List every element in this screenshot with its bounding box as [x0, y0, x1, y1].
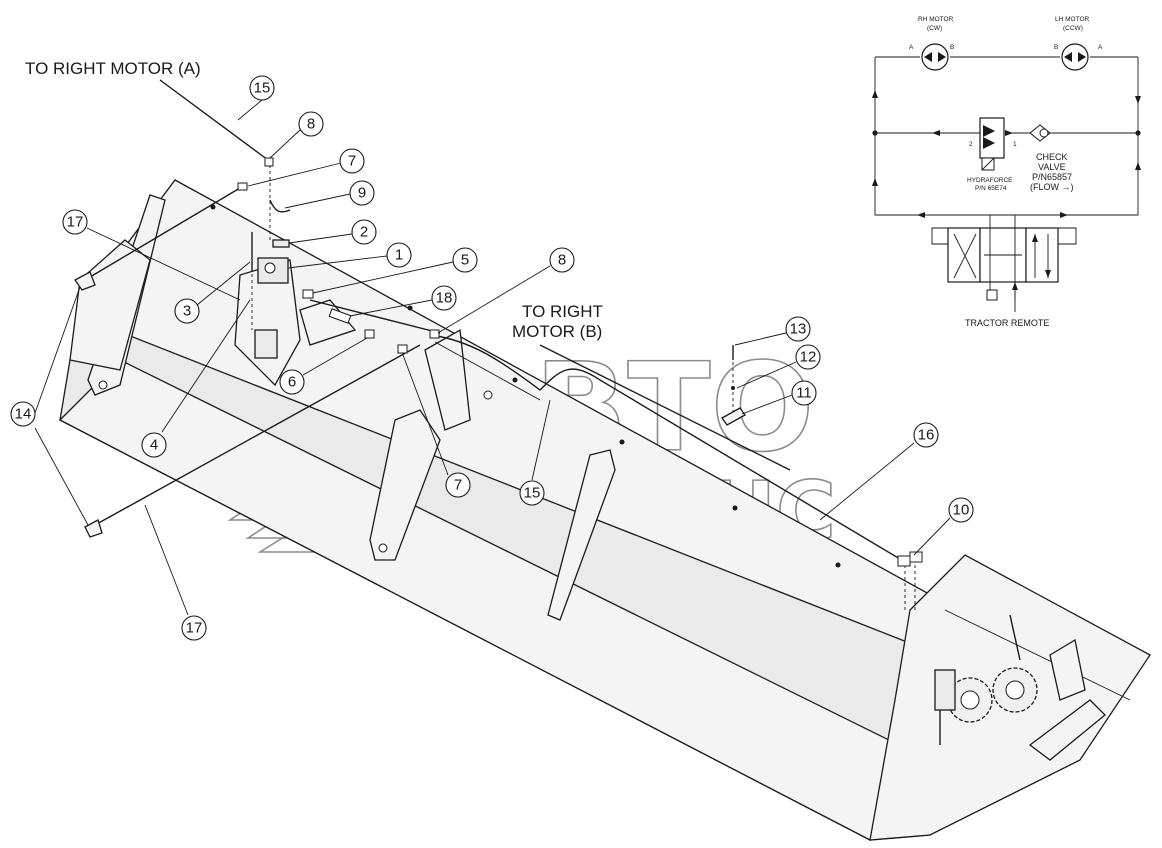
tractor-remote-label: TRACTOR REMOTE — [965, 318, 1049, 328]
svg-text:7: 7 — [454, 477, 462, 494]
check-valve-symbol — [1029, 124, 1051, 142]
svg-text:6: 6 — [288, 374, 296, 391]
hose-15-upper — [159, 79, 269, 161]
fitting-10-a — [897, 555, 911, 567]
svg-text:10: 10 — [953, 502, 970, 519]
callout-5: 5 — [452, 247, 478, 273]
callout-18: 18 — [431, 285, 457, 311]
hose-17-lower — [94, 344, 421, 526]
callout-9: 9 — [349, 180, 375, 206]
rh-motor-port-b: B — [950, 44, 954, 51]
label-to-right-motor-b-line2: MOTOR (B) — [512, 322, 602, 341]
callout-2: 2 — [351, 219, 377, 245]
hydraforce-label-line1: HYDRAFORCE — [967, 177, 1013, 184]
elbow-9 — [269, 199, 291, 213]
callout-3: 3 — [174, 298, 200, 324]
svg-text:8: 8 — [558, 252, 566, 269]
callout-15-top: 15 — [249, 75, 275, 101]
center-support-arm — [369, 409, 441, 561]
callout-12: 12 — [795, 344, 821, 370]
callout-4: 4 — [141, 432, 167, 458]
svg-text:17: 17 — [67, 214, 84, 231]
svg-text:9: 9 — [358, 185, 366, 202]
lh-motor-symbol — [1061, 43, 1089, 71]
fitting-7-lower — [397, 344, 408, 354]
svg-text:14: 14 — [15, 406, 32, 423]
check-valve-label-line1: CHECK — [1036, 152, 1068, 162]
tractor-remote-valve-symbol — [931, 227, 1077, 312]
hoses — [74, 79, 923, 610]
rh-motor-label-line2: (CW) — [927, 25, 942, 32]
callout-15-lower: 15 — [519, 480, 545, 506]
fitting-8-lower — [429, 329, 440, 339]
callout-8-lower: 8 — [549, 247, 575, 273]
leader-lines — [34, 99, 951, 616]
check-valve-label-line2: VALVE — [1038, 162, 1066, 172]
label-to-right-motor-b-line1: TO RIGHT — [522, 302, 603, 321]
callout-16: 16 — [913, 422, 939, 448]
callout-7-lower: 7 — [445, 472, 471, 498]
svg-text:2: 2 — [360, 224, 368, 241]
check-valve-label-line4: (FLOW →) — [1030, 182, 1074, 192]
fitting-18 — [328, 308, 352, 324]
tube-18 — [309, 299, 441, 334]
valve-body — [254, 329, 278, 359]
svg-text:16: 16 — [918, 427, 935, 444]
lh-motor-port-b: B — [1054, 44, 1058, 51]
svg-text:13: 13 — [790, 321, 807, 338]
hydraforce-label-line2: P/N 65E74 — [975, 185, 1007, 192]
rh-motor-port-a: A — [909, 44, 914, 51]
fitting-10-b — [909, 551, 923, 563]
hose-cap-lower — [84, 519, 103, 538]
valve-port-1: 1 — [1013, 141, 1017, 148]
svg-text:3: 3 — [183, 303, 191, 320]
callout-1: 1 — [386, 242, 412, 268]
rh-motor-label-line1: RH MOTOR — [918, 16, 954, 23]
svg-text:4: 4 — [150, 437, 158, 454]
callout-7-top: 7 — [339, 148, 365, 174]
hose-15-lower — [429, 334, 906, 563]
fitting-6 — [364, 329, 375, 339]
fitting-8-top — [264, 157, 274, 167]
svg-text:15: 15 — [254, 80, 271, 97]
hose-cap-upper — [74, 271, 96, 291]
lh-motor-label-line2: (CCW) — [1063, 25, 1083, 32]
svg-text:17: 17 — [186, 620, 203, 637]
label-to-right-motor-a: TO RIGHT MOTOR (A) — [25, 59, 201, 78]
svg-text:15: 15 — [524, 485, 541, 502]
svg-text:12: 12 — [800, 349, 817, 366]
callout-14: 14 — [10, 401, 36, 427]
valve-port-2: 2 — [969, 141, 973, 148]
check-valve-label-line3: P/N65857 — [1032, 172, 1072, 182]
drive-gears — [934, 614, 1106, 761]
callout-11: 11 — [791, 380, 817, 406]
callout-8-top: 8 — [298, 111, 324, 137]
svg-text:5: 5 — [461, 252, 469, 269]
clamp-11 — [721, 407, 746, 426]
fitting-5 — [302, 289, 314, 299]
valve-plate — [272, 239, 290, 248]
rh-motor-symbol — [921, 43, 949, 71]
lh-motor-port-a: A — [1098, 44, 1103, 51]
callout-17-top: 17 — [62, 209, 88, 235]
hydraforce-valve-symbol — [979, 117, 1005, 171]
svg-text:7: 7 — [348, 153, 356, 170]
svg-text:1: 1 — [395, 247, 403, 264]
right-support-arm — [547, 449, 616, 621]
hose-17-upper — [84, 187, 241, 281]
callout-17-lower: 17 — [181, 615, 207, 641]
callout-6: 6 — [279, 369, 305, 395]
fitting-7-top — [237, 182, 248, 191]
lh-motor-label-line1: LH MOTOR — [1055, 16, 1089, 23]
callout-13: 13 — [785, 316, 811, 342]
valve-block-assembly — [234, 232, 357, 387]
svg-text:11: 11 — [796, 385, 812, 402]
svg-text:8: 8 — [307, 116, 315, 133]
hydraulic-schematic: RH MOTOR (CW) LH MOTOR (CCW) A B B A 2 1… — [872, 16, 1141, 328]
svg-text:18: 18 — [436, 290, 453, 307]
callout-10: 10 — [948, 497, 974, 523]
